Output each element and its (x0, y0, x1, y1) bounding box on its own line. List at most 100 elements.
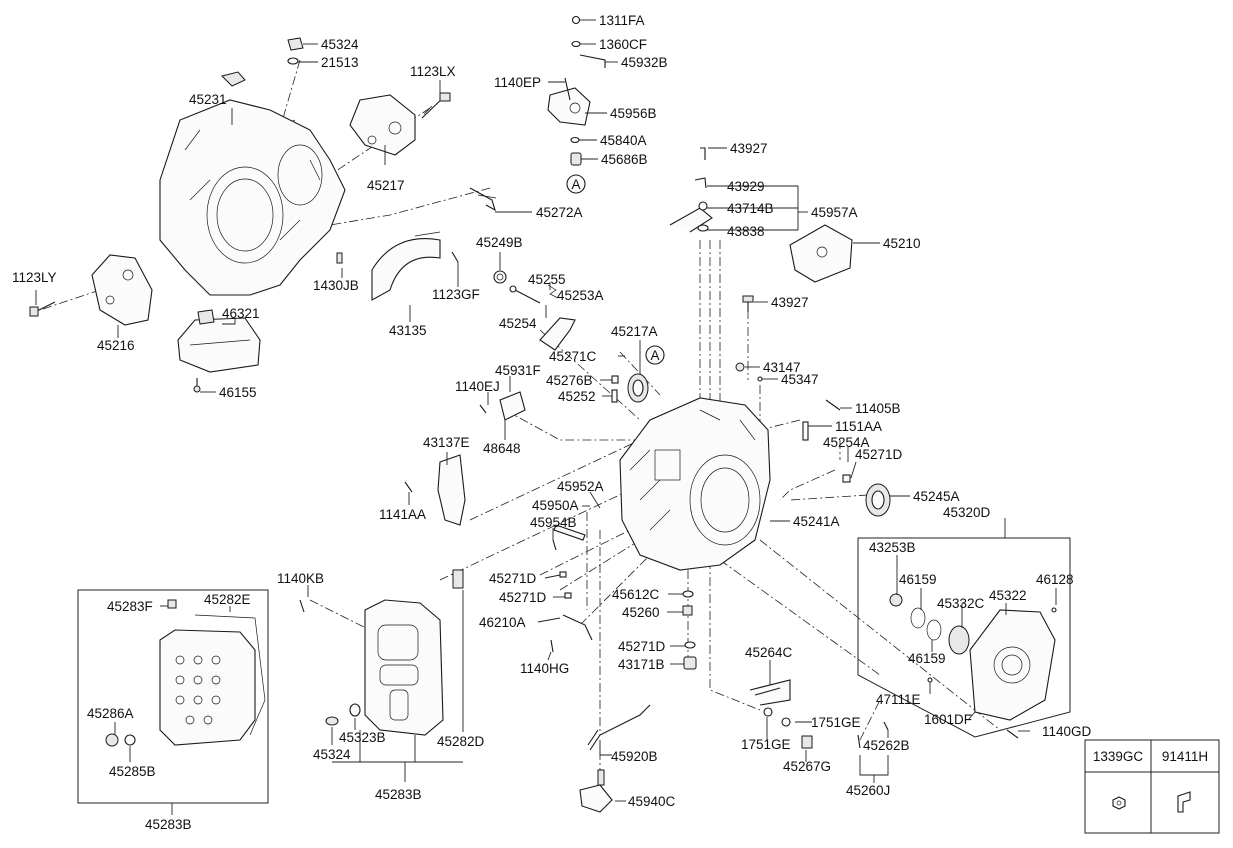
callout-1360CF: 1360CF (599, 37, 647, 52)
plug-45271D-b (564, 592, 572, 599)
callout-45260: 45260 (622, 605, 660, 620)
callout-45347: 45347 (781, 372, 819, 387)
bolt-45954B (552, 539, 557, 551)
seal-45245A (865, 483, 891, 517)
callout-45950A: 45950A (532, 498, 579, 513)
plug-45260 (682, 605, 693, 616)
callout-1123LY: 1123LY (12, 270, 57, 285)
callout-45254A: 45254A (823, 435, 870, 450)
callout-1140EP: 1140EP (494, 75, 541, 90)
callout-45210: 45210 (883, 236, 921, 251)
callout-21513: 21513 (321, 55, 359, 70)
callout-45271D-c: 45271D (618, 639, 666, 654)
callout-45612C: 45612C (612, 587, 660, 602)
callout-45255: 45255 (528, 272, 566, 287)
callout-45324-bot: 45324 (313, 747, 351, 762)
callout-48648: 48648 (483, 441, 521, 456)
callout-45271C: 45271C (549, 349, 597, 364)
callout-45271D-a: 45271D (489, 571, 537, 586)
bolt-1140GD (1006, 729, 1019, 739)
callout-labels: 1311FA 1360CF 45932B 1140EP 45956B 45840… (12, 13, 1092, 832)
seal-45217A (627, 373, 649, 403)
callout-1751GE-r: 1751GE (811, 715, 861, 730)
bracket-46210A (562, 614, 593, 641)
arm-45253A (539, 317, 576, 351)
cover-43137E (437, 454, 466, 526)
callout-45253A: 45253A (557, 288, 604, 303)
callout-43929: 43929 (727, 179, 765, 194)
callout-1141AA: 1141AA (379, 507, 426, 522)
callout-45262B: 45262B (863, 738, 910, 753)
callout-43135: 43135 (389, 323, 427, 338)
pin-1430JB (336, 252, 343, 264)
bolt-11405B (825, 399, 841, 411)
callout-1151AA: 1151AA (835, 419, 882, 434)
lever-45957A (669, 147, 713, 233)
ring-45323B (349, 703, 361, 717)
shield-43135 (371, 231, 441, 301)
callout-45324-top: 45324 (321, 37, 359, 52)
callout-45957A: 45957A (811, 205, 858, 220)
bolt-1140EJ (479, 404, 487, 414)
callout-45283B-mid: 45283B (375, 787, 422, 802)
bolt-1123LY (29, 301, 56, 317)
plug-45347 (757, 376, 763, 382)
callout-43137E: 43137E (423, 435, 470, 450)
callout-46159-a: 46159 (899, 572, 937, 587)
plug-45271D-r (842, 474, 851, 483)
bolt-1123GF (451, 251, 459, 263)
pipe-45264C (749, 679, 813, 749)
callout-45282E: 45282E (204, 592, 251, 607)
callout-1140HG: 1140HG (520, 661, 569, 676)
spring-45255 (547, 284, 559, 299)
callout-45286A: 45286A (87, 706, 134, 721)
bar-45950A (553, 524, 586, 541)
callout-45952A: 45952A (557, 479, 604, 494)
sensor-45940C (579, 769, 613, 813)
callout-43171B: 43171B (618, 657, 665, 672)
bolt-43927-mid (742, 295, 754, 312)
callout-45260J: 45260J (846, 783, 890, 798)
callout-46155: 46155 (219, 385, 257, 400)
case-45241A (619, 397, 771, 571)
seal-45249B (493, 270, 507, 284)
callout-45249B: 45249B (476, 235, 523, 250)
bolt-1141AA (404, 481, 413, 493)
shaft-45254 (509, 285, 541, 304)
callout-45276B: 45276B (546, 373, 593, 388)
ref-a-top: A (566, 174, 586, 194)
small-45276B (611, 375, 619, 384)
callout-1601DF: 1601DF (924, 712, 972, 727)
bracket-45210 (789, 224, 853, 283)
valve-body-45282D (364, 569, 464, 736)
ref-a-mid-label: A (650, 348, 659, 363)
plug-43171B (683, 656, 697, 670)
bracket-45216 (91, 254, 153, 326)
leaders (35, 19, 1057, 815)
callout-46210A: 46210A (479, 615, 526, 630)
bolt-1140HG (550, 639, 554, 653)
pin-1151AA (802, 421, 809, 441)
callout-46128: 46128 (1036, 572, 1074, 587)
callout-45932B: 45932B (621, 55, 668, 70)
callout-46159-b: 46159 (908, 651, 946, 666)
callout-43253B: 43253B (869, 540, 916, 555)
pipe-45920B (587, 704, 651, 751)
callout-45283F: 45283F (107, 599, 153, 614)
callout-45320D: 45320D (943, 505, 991, 520)
callout-45252: 45252 (558, 389, 596, 404)
callout-1430JB: 1430JB (313, 278, 359, 293)
callout-46321: 46321 (222, 306, 260, 321)
sensor-45956B (547, 15, 606, 166)
ring-45271D-c (684, 641, 696, 649)
callout-45686B: 45686B (601, 152, 648, 167)
bracket-45217 (349, 94, 416, 156)
callout-45267G: 45267G (783, 759, 831, 774)
legend-header-1339GC: 1339GC (1093, 749, 1144, 764)
callout-43927-top: 43927 (730, 141, 768, 156)
callout-45216: 45216 (97, 338, 135, 353)
callout-1751GE-l: 1751GE (741, 737, 791, 752)
callout-45322: 45322 (989, 588, 1027, 603)
nut-icon (1112, 796, 1126, 810)
callout-1123GF: 1123GF (432, 287, 480, 302)
